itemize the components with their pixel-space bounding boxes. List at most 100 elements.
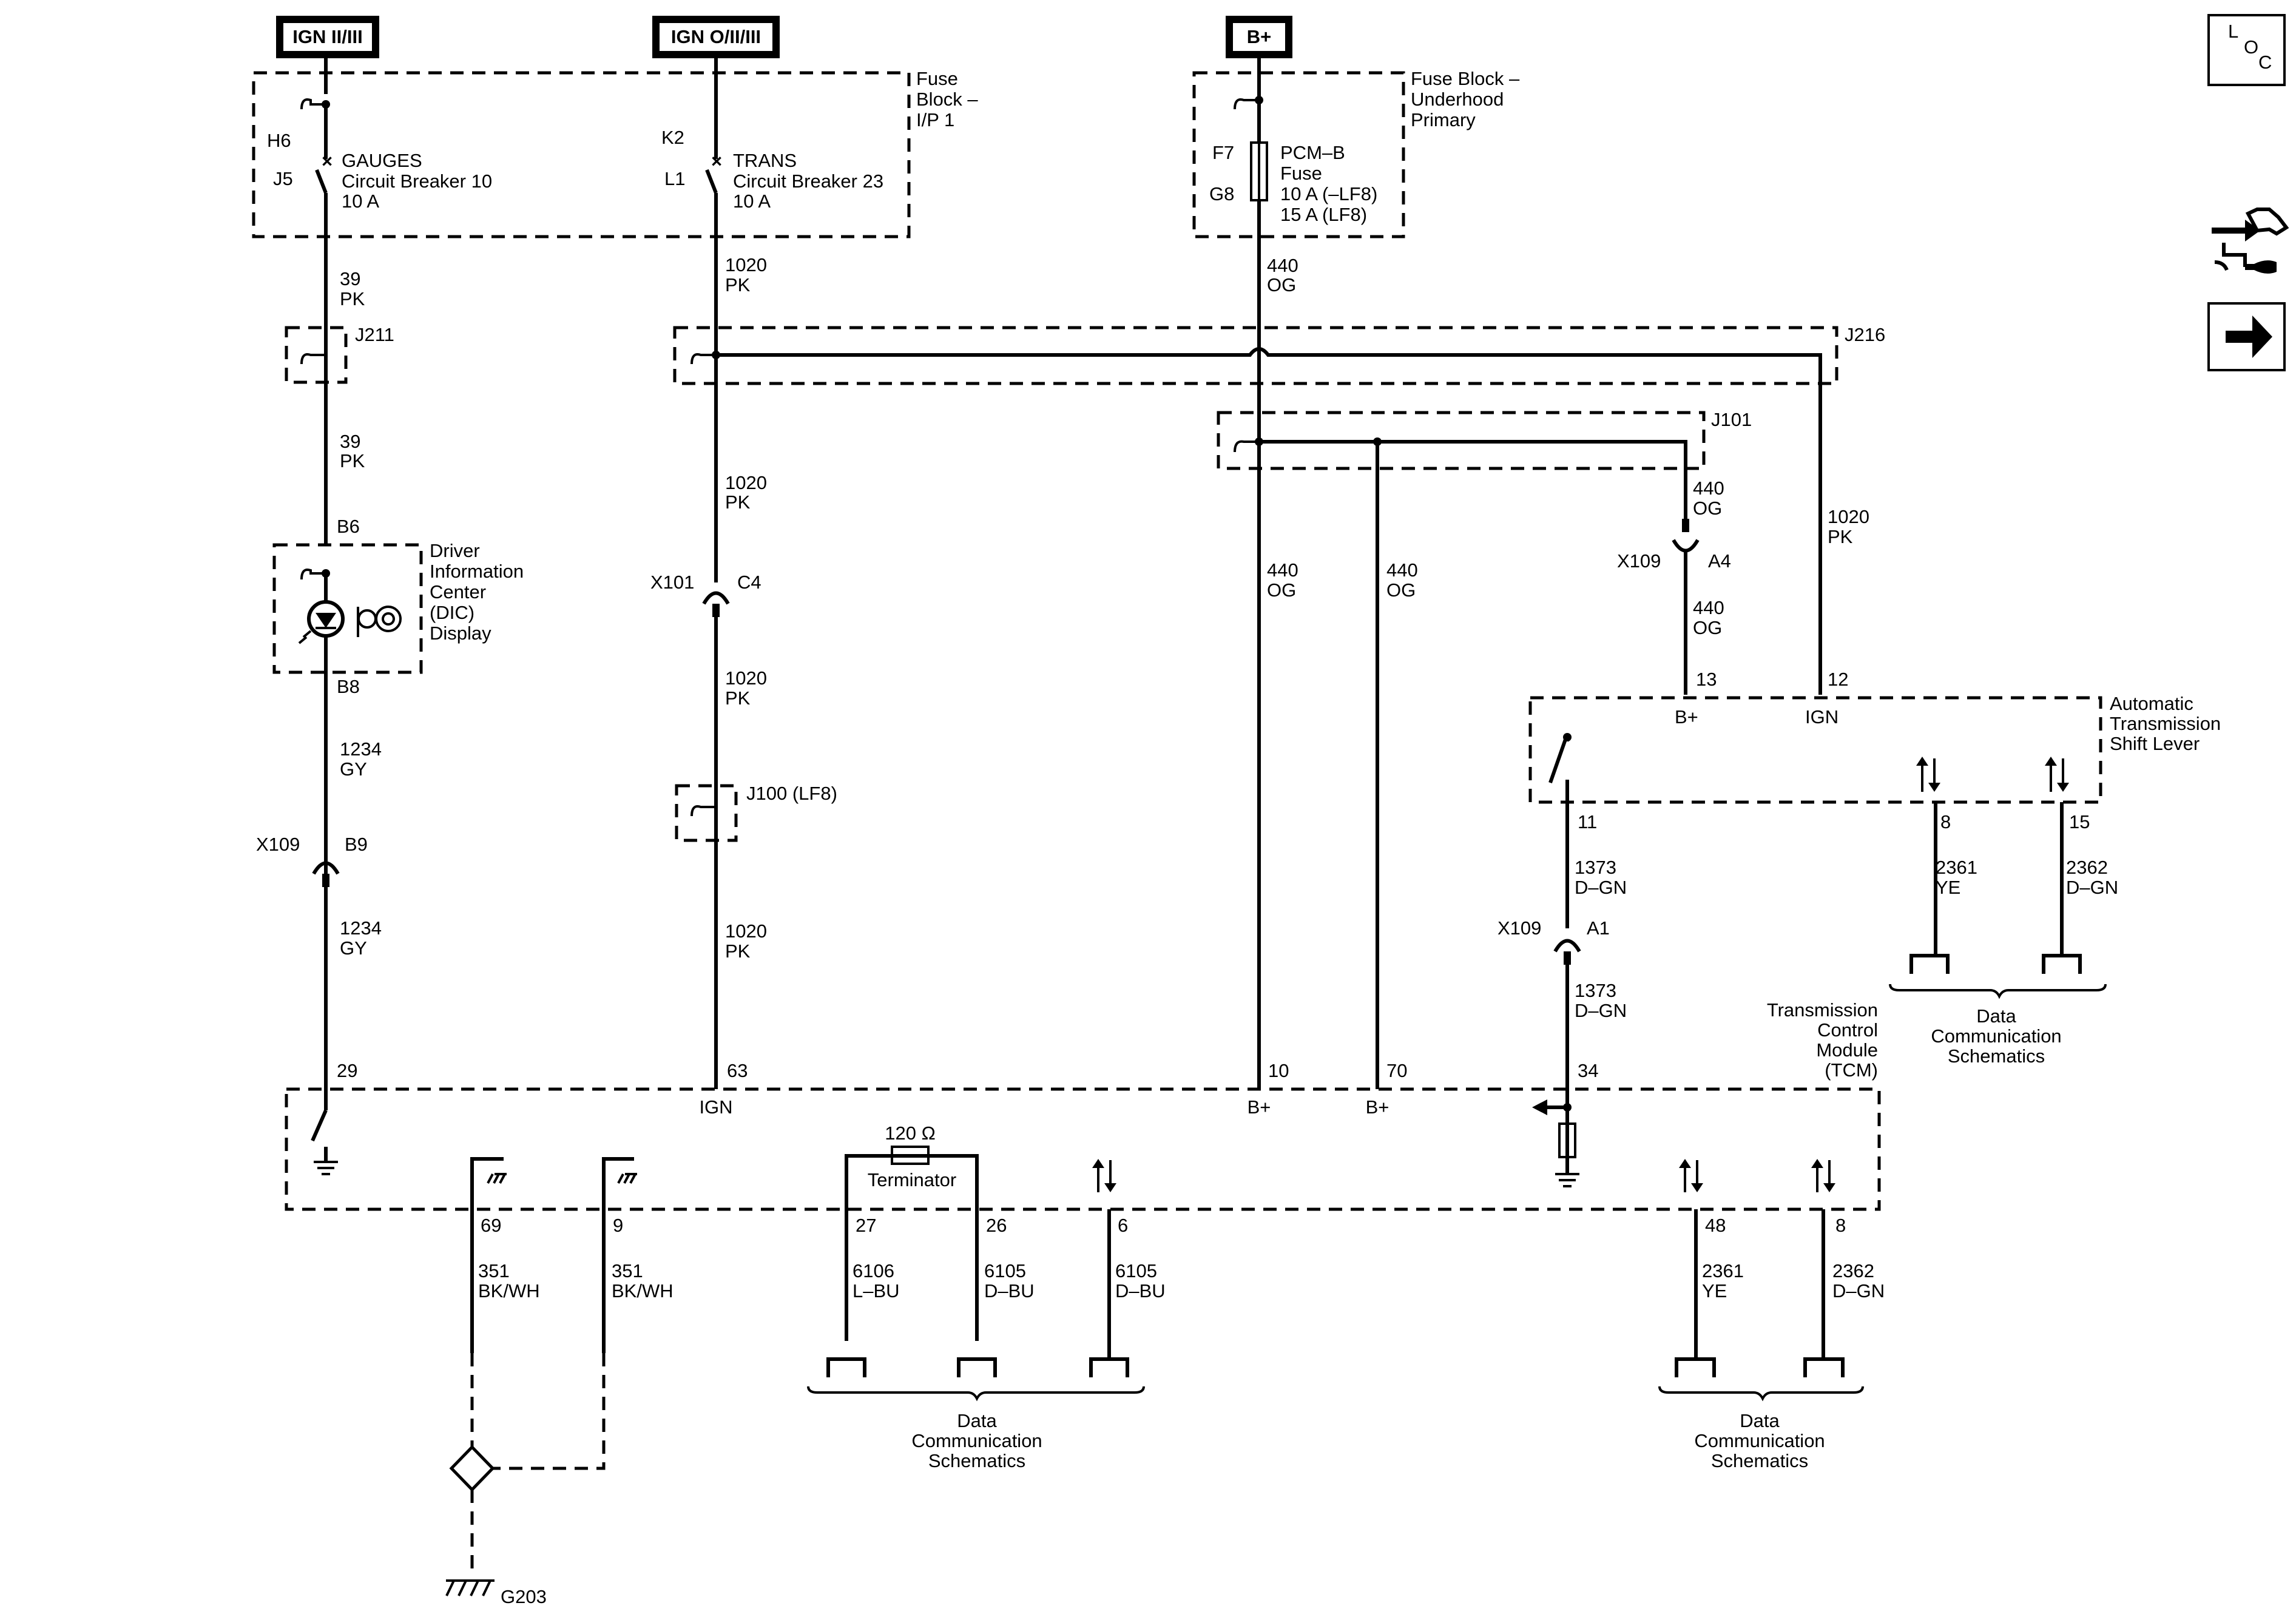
svg-text:L: L: [2228, 21, 2238, 42]
wire-440-id-d: 440: [1693, 478, 1724, 499]
shift-data-brace: [1889, 984, 2107, 999]
wire-351-id-b: 351: [612, 1260, 643, 1281]
cb23-name: TRANS: [733, 150, 797, 171]
wire-39-id-a: 39: [340, 268, 360, 289]
tcm-pin-8: 8: [1835, 1215, 1846, 1236]
gear-icon: [375, 606, 402, 632]
dic-pin-b8: B8: [337, 676, 360, 697]
tcm-pin-9: 9: [613, 1215, 623, 1236]
component-locator-icon[interactable]: [2212, 208, 2289, 274]
tcm-data-arrow-6-icon: [1092, 1159, 1116, 1192]
tcm-outline: [285, 1087, 1881, 1211]
wire-1020-color-d: PK: [725, 940, 751, 962]
wire-440-id-e: 440: [1693, 597, 1724, 618]
wire-6106-color: L–BU: [853, 1280, 900, 1301]
data-brace-right: [1658, 1386, 1864, 1402]
dic-terminal: [300, 569, 326, 580]
shift-title-1: Automatic: [2110, 693, 2193, 714]
pin-k2: K2: [661, 127, 684, 148]
wire-2362-color-b: D–GN: [1832, 1280, 1885, 1301]
tcm-pin-69: 69: [481, 1215, 501, 1236]
wire-440-color-c: OG: [1386, 579, 1416, 601]
shift-pin-13: 13: [1696, 669, 1717, 690]
tcm-pin-63: 63: [727, 1060, 748, 1081]
svg-text:×: ×: [711, 150, 722, 172]
connector-terminal: [300, 98, 326, 110]
splice-j211-terminal: [300, 353, 326, 365]
fuse-block-uh-title-3: Primary: [1411, 109, 1476, 130]
fuse-block-ip-title-3: I/P 1: [916, 109, 954, 130]
shift-data-stub-2: [2042, 954, 2082, 974]
tcm-title-3: Module: [1816, 1039, 1878, 1061]
fuse-block-uh-title-1: Fuse Block –: [1411, 68, 1520, 89]
circuit-breaker-23-icon: [705, 169, 718, 194]
data-comm-left-1: Data: [957, 1410, 997, 1431]
tcm-data-arrow-8-icon: [1811, 1159, 1835, 1192]
svg-text:O: O: [2244, 36, 2258, 58]
data-comm-right-3: Schematics: [1711, 1450, 1808, 1471]
loc-button[interactable]: L O C: [2207, 14, 2286, 86]
terminator-name: Terminator: [868, 1169, 956, 1190]
splice-j211-outline: [285, 326, 348, 384]
connector-x109-b9-a: X109: [256, 834, 300, 855]
wire-440-bus: [1259, 440, 1687, 519]
source-ign-0-2-3: IGN O/II/III: [652, 16, 780, 58]
wire-6105-id-b: 6105: [1115, 1260, 1157, 1281]
tcm-title-1: Transmission: [1767, 999, 1878, 1021]
connector-x109-b9-icon: [312, 861, 340, 875]
wire-1373-id-b: 1373: [1575, 980, 1616, 1001]
next-page-button[interactable]: [2207, 302, 2286, 371]
fuse-line-3: 10 A (–LF8): [1280, 183, 1377, 204]
wire-1020-bus: [716, 347, 1822, 695]
pin-j5: J5: [273, 168, 293, 189]
fuse-block-uh-title-2: Underhood: [1411, 89, 1504, 110]
wire-1020-color-b: PK: [725, 491, 751, 513]
data-comm-left-2: Communication: [911, 1430, 1042, 1451]
dic-pin-b6: B6: [337, 516, 360, 537]
wire-39-id-b: 39: [340, 431, 360, 452]
connector-x101-c4-b: C4: [737, 572, 761, 593]
connector-x109-a4-icon: [1672, 539, 1700, 553]
terminator-wiring: [845, 1154, 979, 1341]
data-stub-8: [1803, 1357, 1845, 1377]
dic-title-1: Driver: [430, 540, 480, 561]
wire-6106-id: 6106: [853, 1260, 894, 1281]
wire-2361-color-b: YE: [1702, 1280, 1727, 1301]
wire-1234-color-a: GY: [340, 758, 367, 780]
shift-data-comm-2: Communication: [1931, 1025, 2061, 1047]
wire-1020-color-e: PK: [1828, 526, 1853, 547]
data-stub-26: [957, 1357, 997, 1377]
fuse-block-underhood-outline: [1192, 71, 1405, 238]
ground-g203-label: G203: [501, 1586, 547, 1607]
data-comm-right-1: Data: [1740, 1410, 1780, 1431]
connector-x101-c4-icon: [702, 591, 730, 605]
data-stub-48: [1675, 1357, 1716, 1377]
tcm-pin-48: 48: [1705, 1215, 1726, 1236]
dic-outline: [272, 543, 423, 674]
splice-j211-label: J211: [355, 324, 394, 345]
svg-text:IGN II/III: IGN II/III: [292, 26, 362, 47]
shift-bplus-label: B+: [1675, 706, 1698, 727]
shift-data-arrow-15-icon: [2045, 757, 2069, 792]
connector-x109-a4-a: X109: [1617, 550, 1661, 572]
wire-2361-id-a: 2361: [1936, 857, 1977, 878]
cb10-rating: 10 A: [342, 191, 379, 212]
tcm-pin-70: 70: [1386, 1060, 1407, 1081]
svg-text:B+: B+: [1247, 26, 1272, 47]
fuse-line-2: Fuse: [1280, 163, 1322, 184]
source-battery: B+: [1226, 16, 1292, 58]
wrench-icon: [357, 609, 377, 629]
dic-title-4: (DIC): [430, 602, 474, 623]
shift-data-stub-1: [1909, 954, 1950, 974]
splice-j100-outline: [675, 784, 738, 842]
wire-1020-id-c: 1020: [725, 667, 767, 689]
wire-2361-id-b: 2361: [1702, 1260, 1744, 1281]
terminator-value: 120 Ω: [885, 1122, 936, 1144]
cb23-type: Circuit Breaker 23: [733, 170, 883, 192]
tcm-title-2: Control: [1817, 1019, 1878, 1041]
tcm-pin-29: 29: [337, 1060, 357, 1081]
shift-data-arrow-8-icon: [1916, 757, 1940, 792]
wire-6105-color-b: D–BU: [1115, 1280, 1166, 1301]
wire-1373-color-a: D–GN: [1575, 877, 1627, 898]
